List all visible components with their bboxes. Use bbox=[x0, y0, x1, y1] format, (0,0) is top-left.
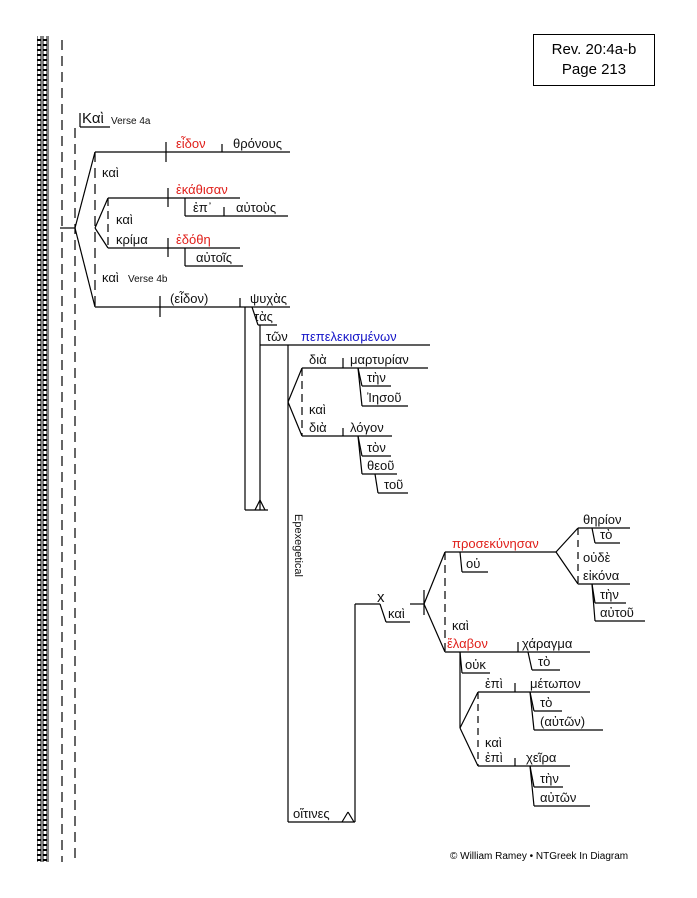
word-theriou: θηρίον bbox=[583, 512, 621, 527]
word-ton-2: τὸν bbox=[367, 440, 386, 455]
word-metopon: μέτωπον bbox=[530, 676, 581, 691]
word-kai-4: καὶ bbox=[309, 402, 326, 417]
word-epi-2: ἐπὶ bbox=[485, 750, 503, 765]
word-hoitines: οἵτινες bbox=[293, 806, 330, 821]
chain-border bbox=[37, 36, 49, 862]
word-kai-1: καὶ bbox=[102, 165, 119, 180]
word-oude: οὐδὲ bbox=[583, 550, 611, 565]
reference-box: Rev. 20:4a-b Page 213 bbox=[533, 34, 655, 86]
word-kai-7: καὶ bbox=[485, 735, 502, 750]
word-edothe: ἐδόθη bbox=[176, 232, 211, 247]
verse-label-4a: Verse 4a bbox=[111, 116, 151, 127]
word-ou: οὐ bbox=[466, 556, 480, 571]
word-ten-3: τὴν bbox=[540, 771, 559, 786]
reference-label: Rev. 20:4a-b bbox=[551, 41, 637, 58]
word-ouk: οὐκ bbox=[465, 657, 486, 672]
word-ten-2: τὴν bbox=[600, 587, 619, 602]
word-theou: θεοῦ bbox=[367, 458, 394, 473]
word-to-1: τὸ bbox=[600, 527, 612, 542]
word-thronous: θρόνους bbox=[233, 136, 282, 151]
word-ekathisan: ἐκάθισαν bbox=[176, 182, 228, 197]
word-autois: αὐτοῖς bbox=[196, 250, 232, 265]
word-logon: λόγον bbox=[350, 420, 384, 435]
word-auton: αὐτῶν bbox=[540, 790, 576, 805]
word-kai-5: καὶ bbox=[388, 606, 405, 621]
word-tas: τὰς bbox=[254, 309, 273, 324]
word-autous: αὐτοὺς bbox=[236, 200, 276, 215]
page-number: Page 213 bbox=[561, 61, 627, 78]
word-ten-1: τὴν bbox=[367, 370, 386, 385]
copyright-notice: © William Ramey • NTGreek In Diagram bbox=[450, 851, 629, 862]
word-pepelekismenon: πεπελεκισμένων bbox=[301, 329, 397, 344]
diagram-lines bbox=[60, 40, 645, 862]
word-autou: αὐτοῦ bbox=[600, 605, 634, 620]
word-tou: τοῦ bbox=[384, 477, 403, 492]
word-kai-main: Καὶ bbox=[82, 110, 104, 127]
word-epi-1: ἐπὶ bbox=[485, 676, 503, 691]
word-to-2: τὸ bbox=[538, 654, 550, 669]
word-cheira: χεῖρα bbox=[526, 750, 557, 765]
word-prosekynesan: προσεκύνησαν bbox=[452, 536, 539, 551]
word-eikona: εἰκόνα bbox=[583, 568, 620, 583]
word-kai-3: καὶ bbox=[102, 270, 119, 285]
word-dia-2: διὰ bbox=[309, 420, 327, 435]
marker-x: x bbox=[377, 589, 385, 606]
word-eidon-paren: (εἶδον) bbox=[170, 291, 208, 306]
word-ton: τῶν bbox=[266, 329, 288, 344]
word-kai-6: καὶ bbox=[452, 618, 469, 633]
verse-label-4b: Verse 4b bbox=[128, 274, 168, 285]
word-dia-1: διὰ bbox=[309, 352, 327, 367]
word-charagma: χάραγμα bbox=[522, 636, 573, 651]
word-krima: κρίμα bbox=[116, 232, 148, 247]
word-martyrian: μαρτυρίαν bbox=[350, 352, 409, 367]
word-eidon: εἶδον bbox=[176, 136, 206, 151]
word-auton-paren: (αὐτῶν) bbox=[540, 714, 585, 729]
word-to-3: τὸ bbox=[540, 695, 552, 710]
word-iesou: Ἰησοῦ bbox=[367, 390, 401, 405]
word-elabon: ἔλαβον bbox=[447, 636, 488, 651]
word-kai-2: καὶ bbox=[116, 212, 133, 227]
epexegetical-label: Epexegetical bbox=[292, 514, 304, 577]
word-ep: ἐπ᾽ bbox=[193, 200, 212, 215]
word-psychas: ψυχὰς bbox=[250, 291, 287, 306]
